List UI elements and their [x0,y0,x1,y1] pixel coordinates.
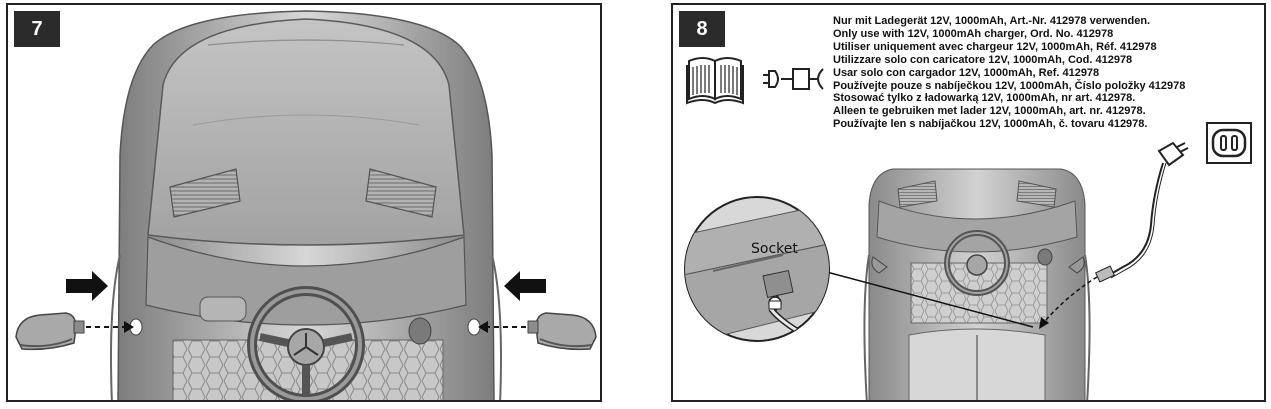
left-insert-dashed-arrow [86,321,134,333]
charger-notice-line: Alleen te gebruiken met lader 12V, 1000m… [833,105,1146,118]
open-book-icon [686,57,744,105]
charging-illustration: Socket [684,57,1252,400]
charger-notice-line: Používejte pouze s nabíječkou 12V, 1000m… [833,79,1186,92]
socket-label: Socket [751,241,798,257]
step-8-badge: 8 [679,11,725,47]
charger-notice-line: Používajte len s nabíjačkou 12V, 1000mAh… [833,118,1148,131]
charger-notice-line: Usar solo con cargador 12V, 1000mAh, Ref… [833,66,1100,79]
charger-notice-line: Stosować tylko z ładowarką 12V, 1000mAh,… [833,92,1136,105]
charger-adapter [1094,141,1189,283]
steering-wheel [247,286,365,400]
step-7-panel: 7 [6,3,602,402]
charger-plug-icon [763,68,824,90]
charger-notice-line: Only use with 12V, 1000mAh charger, Ord.… [833,27,1114,40]
car-top-view-illustration [15,10,597,400]
left-mirror [15,312,85,351]
charger-notice-line: Utiliser uniquement avec chargeur 12V, 1… [833,40,1157,53]
step-7-badge: 7 [14,11,60,47]
car-interior-illustration [863,168,1091,400]
right-direction-arrow [504,271,546,301]
left-direction-arrow [66,271,108,301]
step-8-panel: 8 Nur mit Ladegerät 12V, 1000mAh, Art.-N… [671,3,1266,402]
charger-notice-line: Nur mit Ladegerät 12V, 1000mAh, Art.-Nr.… [833,15,1151,27]
socket-zoom-detail: Socket [684,196,830,342]
charger-notice: Nur mit Ladegerät 12V, 1000mAh, Art.-Nr.… [833,15,1253,131]
right-insert-dashed-arrow [478,321,526,333]
charger-notice-line: Utilizzare solo con caricatore 12V, 1000… [833,53,1133,66]
wall-outlet-icon [1206,122,1252,164]
right-mirror [527,312,597,351]
